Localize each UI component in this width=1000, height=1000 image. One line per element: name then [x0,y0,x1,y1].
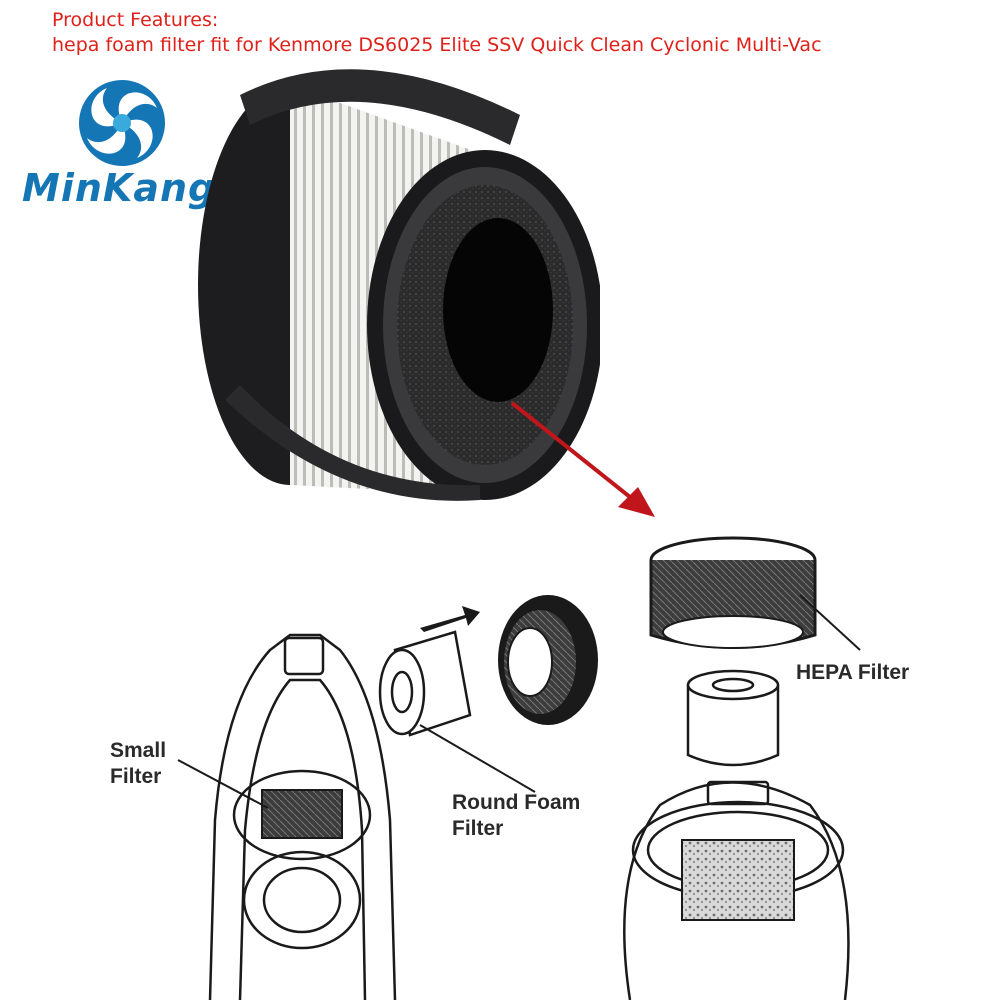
round-foam-filter-drawing [378,630,472,737]
small-filter-label: Small Filter [110,738,166,790]
small-filter-label-line2: Filter [110,765,162,788]
round-foam-label-line1: Round Foam [452,791,581,814]
hepa-filter-top-drawing [649,536,817,649]
insert-direction-arrow-icon [420,606,480,632]
product-features-header: Product Features: hepa foam filter fit f… [52,8,992,58]
round-foam-filter-label: Round Foam Filter [452,790,580,842]
pointer-arrow-icon [510,401,655,517]
features-description: hepa foam filter fit for Kenmore DS6025 … [52,34,822,56]
hepa-filter-label: HEPA Filter [796,661,910,684]
blue-swirl-logo-icon [79,80,165,166]
vacuum-handle-drawing [208,633,397,1000]
hepa-cartridge-side-drawing [498,595,598,725]
small-filter-label-line1: Small [110,739,167,762]
round-foam-label-line2: Filter [452,817,504,840]
small-filter-insert [261,789,343,839]
minkang-logo: MinKang [22,78,222,218]
hepa-filter-photo [198,69,600,501]
filter-installation-diagram [177,536,861,1000]
foam-cylinder-drawing [686,669,780,767]
logo-wordmark: MinKang [22,166,217,210]
features-title: Product Features: [52,9,219,31]
foam-insert [681,839,795,921]
